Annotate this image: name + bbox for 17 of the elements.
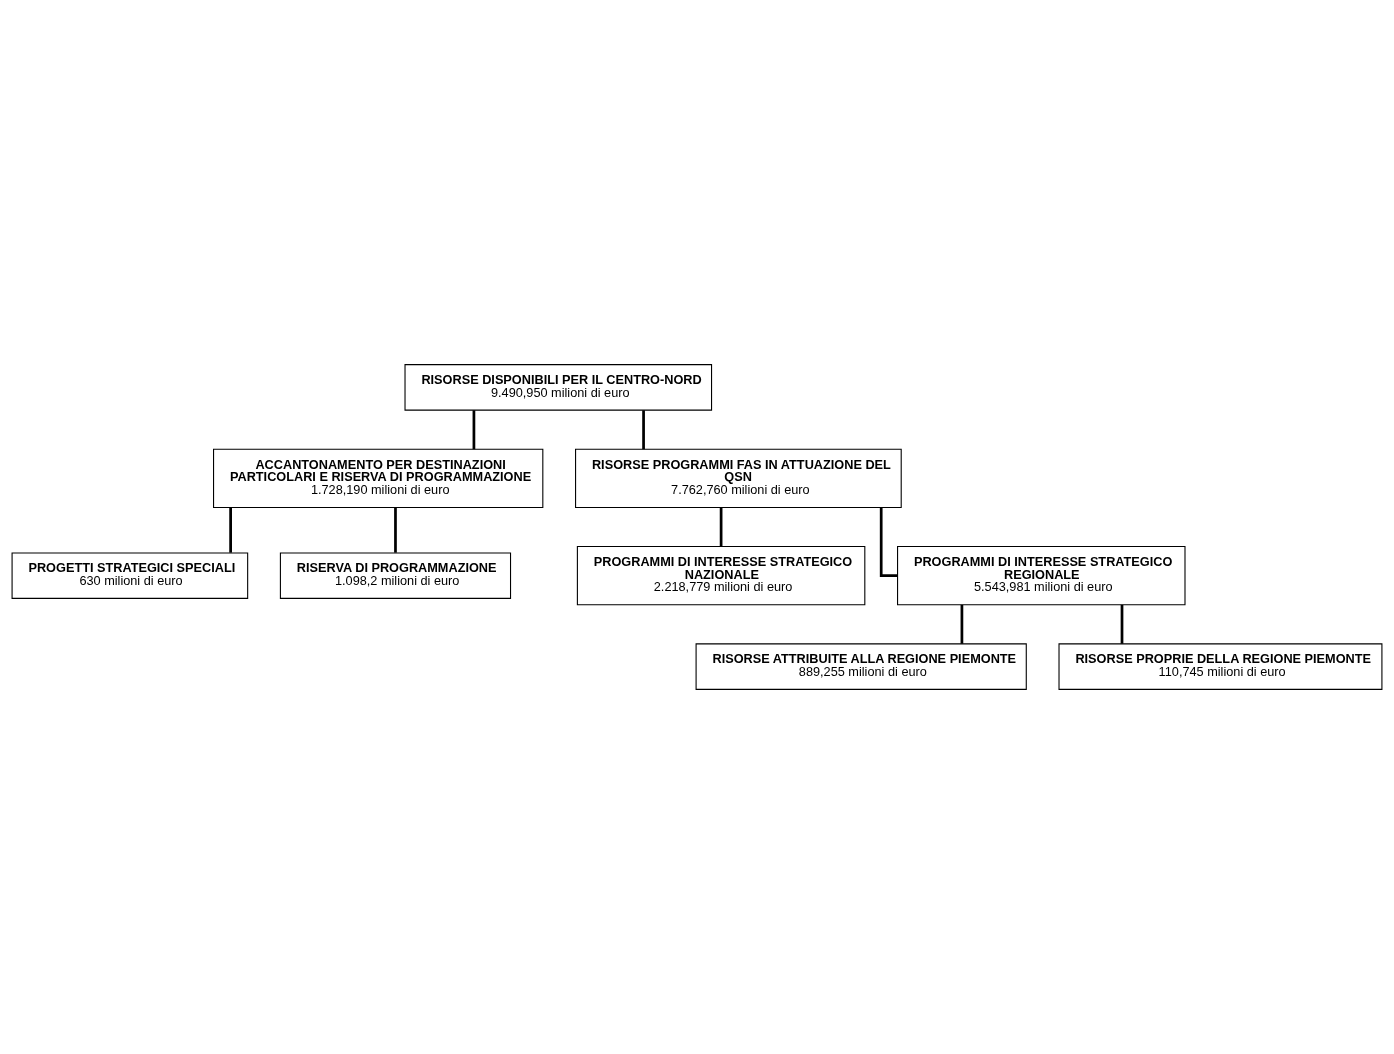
node-box: PROGRAMMI DI INTERESSE STRATEGICO NAZIONALE 2.218,779 milioni di euro (576, 546, 866, 606)
node-box: PROGRAMMI DI INTERESSE STRATEGICO REGIONALE 5.543,981 milioni di euro (897, 546, 1186, 606)
node-box: RISORSE PROGRAMMI FAS IN ATTUAZIONE DEL QSN 7.762,760 milioni di euro (575, 448, 902, 508)
node-box: RISORSE PROPRIE DELLA REGIONE PIEMONTE 110,745 milioni di euro (1058, 643, 1383, 690)
connector (394, 507, 397, 553)
connector (719, 507, 723, 547)
node-box: RISORSE ATTRIBUITE ALLA REGIONE PIEMONTE 889,255 milioni di euro (695, 643, 1027, 690)
node-box: RISORSE DISPONIBILI PER IL CENTRO-NORD 9.490,950 milioni di euro (404, 364, 713, 411)
connector (472, 410, 476, 450)
node-box: ACCANTONAMENTO PER DESTINAZIONI PARTICOLARI E RISERVA DI PROGRAMMAZIONE 1.728,190 milioni di euro (213, 448, 544, 508)
connector (879, 507, 898, 578)
node-box: PROGETTI STRATEGICI SPECIALI 630 milioni di euro (11, 552, 249, 599)
connector (1120, 604, 1124, 644)
node-box: RISERVA DI PROGRAMMAZIONE 1.098,2 milioni di euro (279, 552, 512, 599)
connector (642, 410, 645, 450)
connector (229, 507, 232, 553)
connector (960, 604, 964, 644)
